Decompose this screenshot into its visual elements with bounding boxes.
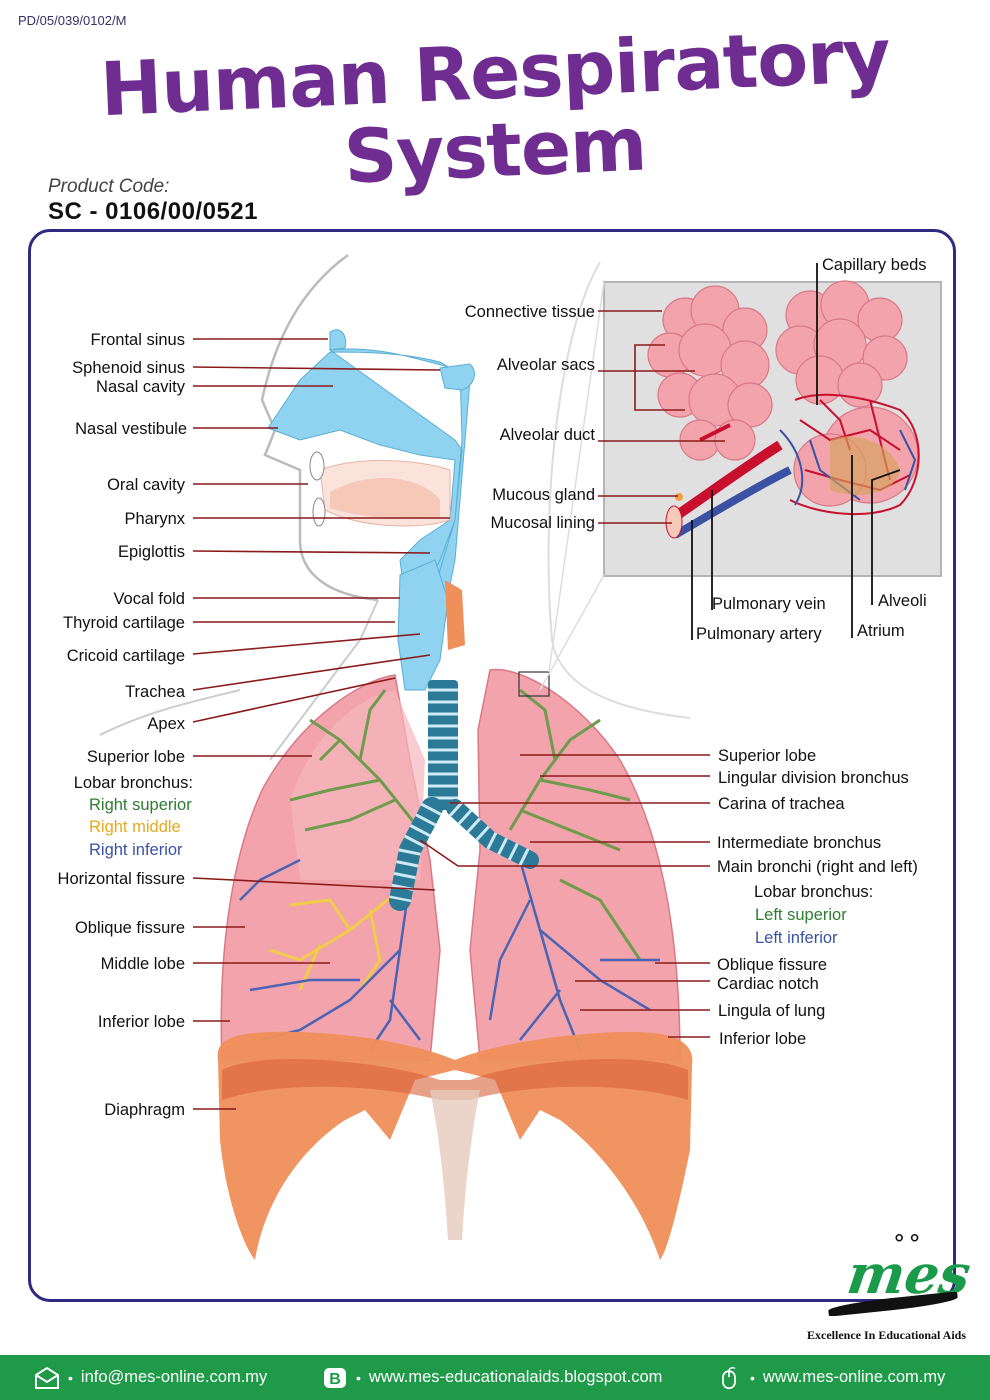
svg-text:B: B — [329, 1371, 341, 1388]
left-lung — [469, 668, 681, 1061]
label-right-middle: Right middle — [89, 818, 181, 836]
label-capillary-beds: Capillary beds — [822, 256, 927, 274]
product-code: SC - 0106/00/0521 — [48, 198, 258, 225]
label-horizontal-fissure: Horizontal fissure — [58, 870, 185, 888]
mouse-icon — [722, 1366, 736, 1389]
label-diaphragm: Diaphragm — [104, 1101, 185, 1119]
label-connective-tissue: Connective tissue — [465, 303, 595, 321]
logo-tagline: Excellence In Educational Aids — [807, 1328, 967, 1342]
label-alveolar-sacs: Alveolar sacs — [497, 356, 595, 374]
label-alveolar-duct: Alveolar duct — [500, 426, 596, 444]
label-inferior-lobe-left: Inferior lobe — [98, 1013, 185, 1031]
label-atrium: Atrium — [857, 622, 905, 640]
product-code-label: Product Code: — [48, 176, 170, 197]
label-nasal-vestibule: Nasal vestibule — [75, 420, 187, 438]
label-cricoid-cartilage: Cricoid cartilage — [67, 647, 185, 665]
label-left-inferior: Left inferior — [755, 929, 838, 947]
email-icon — [35, 1366, 59, 1389]
label-inferior-lobe-right: Inferior lobe — [719, 1030, 806, 1048]
bullet: • — [356, 1369, 361, 1386]
footer-blog[interactable]: B • www.mes-educationalaids.blogspot.com — [322, 1355, 662, 1400]
label-carina-of-trachea: Carina of trachea — [718, 795, 845, 813]
label-oblique-fissure-left: Oblique fissure — [75, 919, 185, 937]
label-epiglottis: Epiglottis — [118, 543, 185, 561]
label-pharynx: Pharynx — [124, 510, 185, 528]
label-nasal-cavity: Nasal cavity — [96, 378, 186, 396]
label-oblique-fissure-right: Oblique fissure — [717, 956, 827, 974]
label-middle-lobe: Middle lobe — [101, 955, 185, 973]
bullet: • — [750, 1369, 755, 1386]
diaphragm — [217, 1031, 693, 1260]
footer-blog-text[interactable]: www.mes-educationalaids.blogspot.com — [368, 1368, 663, 1386]
label-left-superior: Left superior — [755, 906, 847, 924]
label-mucous-gland: Mucous gland — [492, 486, 595, 504]
leader-lines-left — [192, 338, 450, 1110]
trachea — [389, 680, 539, 911]
label-right-inferior: Right inferior — [89, 841, 183, 859]
footer-email[interactable]: • info@mes-online.com.my — [34, 1355, 267, 1400]
label-thyroid-cartilage: Thyroid cartilage — [63, 614, 185, 632]
alveoli-inset — [539, 261, 942, 719]
reference-code: PD/05/039/0102/M — [18, 13, 127, 28]
label-intermediate-bronchus: Intermediate bronchus — [717, 834, 881, 852]
label-right-superior: Right superior — [89, 796, 192, 814]
label-frontal-sinus: Frontal sinus — [91, 331, 185, 349]
label-oral-cavity: Oral cavity — [107, 476, 186, 494]
label-superior-lobe-left: Superior lobe — [87, 748, 185, 766]
label-cardiac-notch: Cardiac notch — [717, 975, 819, 993]
label-superior-lobe-right: Superior lobe — [718, 747, 816, 765]
label-pulmonary-vein: Pulmonary vein — [712, 595, 826, 613]
logo-eyes-icon: ⚬⚬ — [890, 1226, 924, 1251]
labels-right: Superior lobe Lingular division bronchus… — [717, 747, 918, 1048]
label-pulmonary-artery: Pulmonary artery — [696, 625, 822, 643]
bullet: • — [68, 1369, 73, 1386]
diagram-frame — [28, 229, 956, 1302]
footer-bar: • info@mes-online.com.my B • www.mes-edu… — [0, 1355, 990, 1400]
label-lobar-bronchus-right: Lobar bronchus: — [754, 883, 873, 901]
labels-left: Frontal sinus Sphenoid sinus Nasal cavit… — [58, 331, 193, 1119]
label-trachea: Trachea — [125, 683, 186, 701]
label-sphenoid-sinus: Sphenoid sinus — [72, 359, 185, 377]
leader-lines-right — [419, 263, 901, 1038]
footer-website[interactable]: • www.mes-online.com.my — [716, 1355, 945, 1400]
label-lobar-bronchus-left: Lobar bronchus: — [74, 774, 193, 792]
label-vocal-fold: Vocal fold — [113, 590, 185, 608]
label-alveoli: Alveoli — [878, 592, 927, 610]
label-lingula-of-lung: Lingula of lung — [718, 1002, 825, 1020]
blog-icon: B — [324, 1367, 346, 1388]
footer-email-text[interactable]: info@mes-online.com.my — [80, 1368, 268, 1386]
footer-website-text[interactable]: www.mes-online.com.my — [762, 1368, 946, 1386]
label-mucosal-lining: Mucosal lining — [490, 514, 595, 532]
mes-logo: ⚬⚬ mes Excellence In Educational Aids — [807, 1222, 980, 1342]
label-main-bronchi: Main bronchi (right and left) — [717, 858, 918, 876]
label-apex: Apex — [147, 715, 185, 733]
label-lingular-division-bronchus: Lingular division bronchus — [718, 769, 909, 787]
labels-inset: Capillary beds Connective tissue Alveola… — [465, 256, 927, 643]
